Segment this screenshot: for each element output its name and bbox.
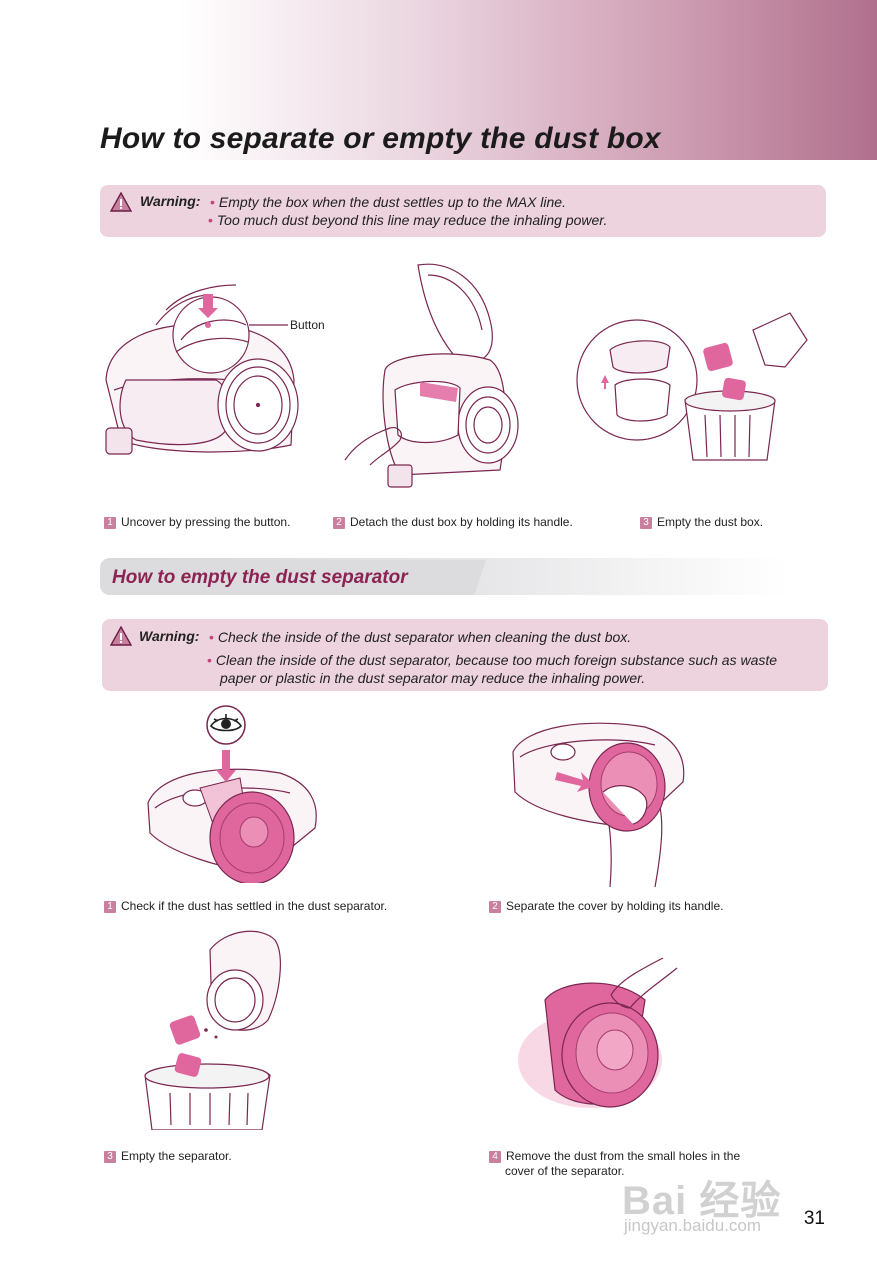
watermark-logo: Bai 经验 [622, 1179, 782, 1223]
check-separator-illustration [147, 750, 317, 883]
empty-dust-box-illustration [576, 312, 808, 461]
page-number: 31 [803, 1208, 825, 1229]
warning-1-line-2: •Too much dust beyond this line may redu… [208, 212, 608, 228]
eye-icon [206, 705, 246, 745]
warning-2-line-1: •Check the inside of the dust separator … [209, 629, 632, 645]
warning-label-1: Warning: [140, 193, 201, 209]
vacuum-press-button-illustration [105, 284, 299, 455]
warning-box-2 [102, 619, 828, 691]
warning-2-line-3: paper or plastic in the dust separator m… [220, 670, 646, 686]
warning-2-line-2: •Clean the inside of the dust separator,… [207, 652, 778, 668]
warning-triangle-icon [110, 626, 132, 646]
warning-label-2: Warning: [139, 628, 200, 644]
clean-cover-illustration [518, 957, 678, 1108]
page-title: How to separate or empty the dust box [100, 122, 661, 155]
header-band [180, 0, 877, 160]
section-title: How to empty the dust separator [112, 567, 408, 588]
button-callout-label: Button [290, 318, 325, 332]
section-tab [100, 560, 486, 595]
warning-1-line-1: •Empty the box when the dust settles up … [210, 194, 566, 210]
vacuum-detach-box-illustration [344, 263, 519, 488]
empty-separator-illustration [144, 930, 281, 1130]
warning-triangle-icon [110, 192, 132, 212]
warning-box-1 [100, 185, 826, 237]
separate-cover-illustration [512, 722, 685, 888]
separator-step-4-caption-line-2: cover of the separator. [505, 1164, 625, 1178]
watermark-url: jingyan.baidu.com [624, 1216, 762, 1235]
